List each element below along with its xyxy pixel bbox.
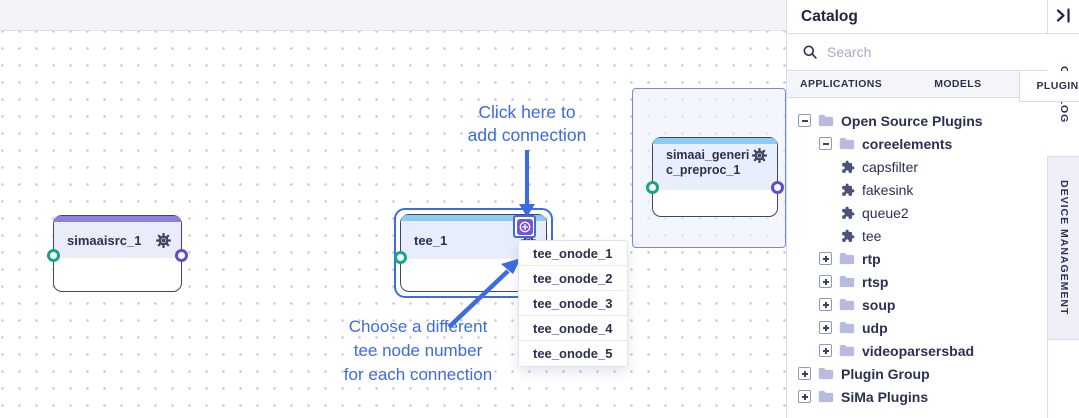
gear-icon[interactable] [155,232,172,248]
tee-onode-option[interactable]: tee_onode_3 [519,291,627,316]
tree-item-soup[interactable]: soup [787,293,1047,316]
node-body [653,190,777,215]
canvas-top-strip [0,0,786,31]
catalog-search[interactable]: Search [787,33,1047,71]
search-input[interactable]: Search [827,43,872,60]
catalog-tabs: APPLICATIONS MODELS PLUGINS [787,71,1079,102]
tree-item-open-source-plugins[interactable]: Open Source Plugins [787,109,1047,132]
expand-icon[interactable] [798,390,811,403]
expand-icon[interactable] [798,367,811,380]
annotation-click-here: Click here to add connection [467,102,587,145]
folder-icon [818,390,834,403]
tree-item-label: coreelements [862,135,953,152]
tree-item-label: Open Source Plugins [841,112,983,129]
folder-icon [839,344,855,357]
side-tab-strip: CATALOG DEVICE MANAGEMENT [1047,0,1079,418]
tee-onode-option[interactable]: tee_onode_1 [519,241,627,266]
output-port[interactable] [771,181,784,194]
collapse-icon[interactable] [819,137,832,150]
tab-applications[interactable]: APPLICATIONS [800,78,883,90]
node-simaaisrc-1[interactable]: simaaisrc_1 [47,215,188,292]
catalog-title: Catalog [801,7,858,25]
expand-icon[interactable] [819,252,832,265]
expand-icon[interactable] [819,321,832,334]
add-connection-highlight [513,215,536,238]
plugin-tree: Open Source Plugins coreelements capsfilte… [787,98,1047,408]
expand-icon[interactable] [819,298,832,311]
tree-item-rtp[interactable]: rtp [787,247,1047,270]
node-color-strip [401,215,546,221]
annotation-choose-node: Choose a different tee node number for e… [343,317,493,384]
node-color-strip [653,138,777,144]
tree-item-sima-plugins[interactable]: SiMa Plugins [787,385,1047,408]
plugin-puzzle-icon [841,160,855,174]
node-title: simaaisrc_1 [67,232,142,248]
tree-item-queue2[interactable]: queue2 [787,201,1047,224]
plugin-puzzle-icon [841,206,855,220]
gear-icon[interactable] [751,147,768,164]
expand-icon[interactable] [819,344,832,357]
tab-models[interactable]: MODELS [934,78,982,90]
output-port[interactable] [175,249,188,262]
tee-onode-option[interactable]: tee_onode_4 [519,316,627,341]
pipeline-canvas[interactable]: simaaisrc_1 tee_1 [0,0,786,418]
node-simaai-generic-preproc-1[interactable]: simaai_generic_preproc_1 [646,137,784,217]
plugin-puzzle-icon [841,183,855,197]
tree-item-label: udp [862,319,888,336]
expand-icon[interactable] [819,275,832,288]
tree-item-udp[interactable]: udp [787,316,1047,339]
catalog-panel: Catalog Search APPLICATIONS MODELS PLUGI… [786,0,1079,418]
tree-item-label: videoparsersbad [862,342,975,359]
tree-item-coreelements[interactable]: coreelements [787,132,1047,155]
tree-item-label: tee [862,227,882,244]
tee-onode-option[interactable]: tee_onode_2 [519,266,627,291]
tree-item-label: capsfilter [862,158,919,175]
tab-plugins[interactable]: PLUGINS [1018,71,1079,102]
folder-icon [839,275,855,288]
collapse-panel-icon[interactable] [1055,7,1073,24]
panel-header-divider [786,33,1079,34]
tree-item-label: queue2 [862,204,909,221]
folder-icon [818,114,834,127]
tree-item-tee[interactable]: tee [787,224,1047,247]
input-port[interactable] [47,249,60,262]
folder-icon [818,367,834,380]
add-connection-button[interactable] [516,218,533,235]
tree-item-rtsp[interactable]: rtsp [787,270,1047,293]
folder-icon [839,252,855,265]
tree-item-capsfilter[interactable]: capsfilter [787,155,1047,178]
plugin-puzzle-icon [841,229,855,243]
tree-item-label: Plugin Group [841,365,930,382]
node-color-strip [54,216,181,222]
tree-item-videoparsersbad[interactable]: videoparsersbad [787,339,1047,362]
input-port[interactable] [646,181,659,194]
folder-icon [839,321,855,334]
tree-item-label: fakesink [862,181,914,198]
side-tab-device-management[interactable]: DEVICE MANAGEMENT [1047,157,1079,340]
tree-item-label: SiMa Plugins [841,388,929,405]
tee-onode-option[interactable]: tee_onode_5 [519,341,627,366]
node-title: tee_1 [414,232,448,248]
search-icon [802,44,818,60]
node-body [54,258,181,288]
tree-item-label: rtsp [862,273,889,290]
folder-icon [839,298,855,311]
tree-item-label: rtp [862,250,881,267]
collapse-icon[interactable] [798,114,811,127]
tree-item-plugin-group[interactable]: Plugin Group [787,362,1047,385]
tree-item-fakesink[interactable]: fakesink [787,178,1047,201]
tree-item-label: soup [862,296,896,313]
folder-icon [839,137,855,150]
input-port[interactable] [394,251,407,264]
node-title: simaai_generic_preproc_1 [666,148,750,177]
